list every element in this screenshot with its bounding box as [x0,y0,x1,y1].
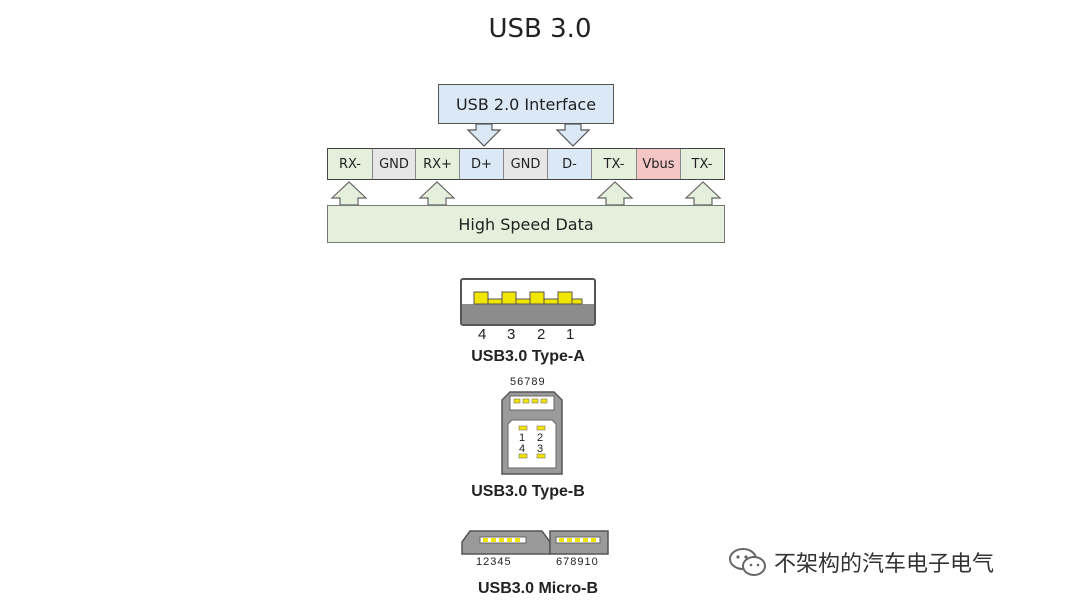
micro-b-left-numbers: 12345 [476,556,512,568]
pin-cell: Vbus [637,149,681,179]
pin-cell: D+ [460,149,504,179]
usb-type-b-connector-icon [501,391,563,475]
hs-arrow-tx-minus-1 [596,181,634,206]
micro-b-label: USB3.0 Micro-B [477,580,599,597]
type-b-inner-number: 2 [537,432,544,444]
type-a-pin-number: 4 [478,326,487,343]
usb2-arrow-dminus [555,123,591,147]
usb-micro-b-connector-icon [461,530,609,555]
high-speed-data-box: High Speed Data [327,205,725,243]
type-b-top-numbers: 56789 [510,376,546,388]
pin-cell: TX- [592,149,637,179]
type-b-label: USB3.0 Type-B [471,483,585,500]
watermark-text: 不架构的汽车电子电气 [774,552,995,577]
hs-arrow-rx-plus [418,181,456,206]
watermark: 不架构的汽车电子电气 [728,546,994,578]
hs-arrow-rx-minus [330,181,368,206]
micro-b-right-numbers: 678910 [556,556,599,568]
type-b-inner-number: 3 [537,443,544,455]
usb2-arrow-dplus [466,123,502,147]
usb2-interface-box: USB 2.0 Interface [438,84,614,124]
type-a-pin-number: 2 [537,326,546,343]
usb-type-a-connector-icon [460,278,596,326]
type-b-inner-number: 1 [519,432,526,444]
pin-cell: GND [373,149,416,179]
pin-cell: D- [548,149,592,179]
type-a-label: USB3.0 Type-A [471,348,585,365]
pin-cell: TX- [681,149,723,179]
pin-cell: RX- [328,149,373,179]
diagram-title: USB 3.0 [488,14,592,44]
type-a-pin-number: 1 [566,326,575,343]
pin-cell: GND [504,149,548,179]
hs-arrow-tx-minus-2 [684,181,722,206]
type-b-inner-number: 4 [519,443,526,455]
pin-row: RX- GND RX+ D+ GND D- TX- Vbus TX- [327,148,725,180]
pin-cell: RX+ [416,149,460,179]
type-a-pin-number: 3 [507,326,516,343]
wechat-icon [729,548,766,576]
